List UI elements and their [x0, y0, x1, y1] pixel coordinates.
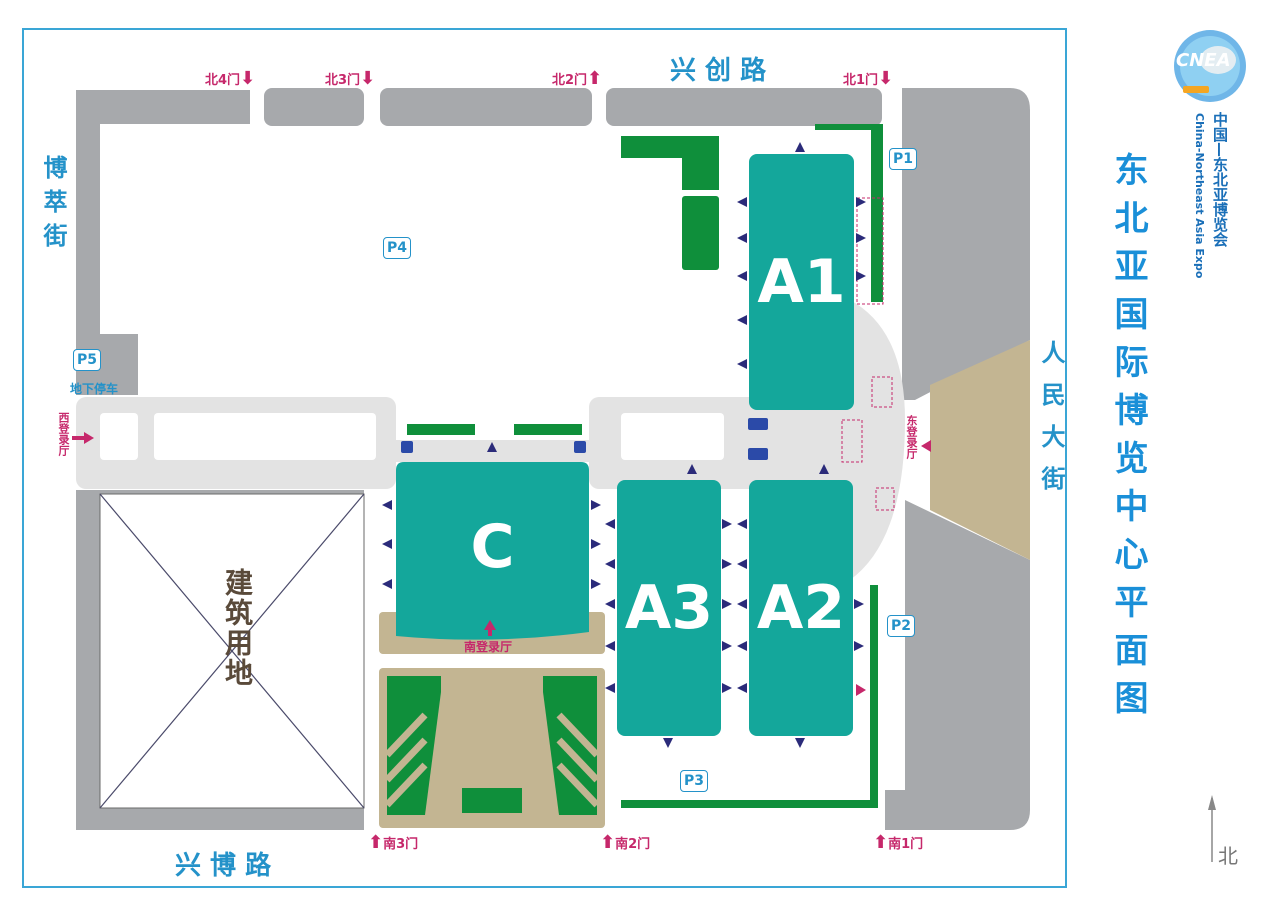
gate-label: 南1门: [888, 837, 924, 852]
gate-label: 北1门: [843, 73, 879, 88]
arrow-up-icon: ⬆: [600, 832, 616, 853]
street-west: 博萃街: [39, 155, 67, 257]
arrow-up-icon: ⬆: [873, 832, 889, 853]
gate-north-2[interactable]: 北2门⬆: [552, 68, 602, 89]
parking-p3[interactable]: P3: [680, 770, 709, 792]
parking-p2[interactable]: P2: [887, 615, 916, 637]
green-strip: [514, 424, 582, 435]
green-strip: [815, 124, 883, 302]
gate-label: 北4门: [205, 73, 241, 88]
parking-p5-note: 地下停车: [70, 382, 119, 396]
arrow-down-icon: ⬇: [240, 68, 256, 89]
green-area: [387, 676, 441, 815]
hall-c[interactable]: C: [396, 462, 589, 632]
hall-c-shape: [396, 462, 589, 640]
gate-north-4[interactable]: 北4门⬇: [205, 68, 255, 89]
street-east: 人民大街: [1037, 340, 1065, 508]
east-entry-hall-label: 东登录厅: [905, 415, 918, 459]
logo-en: China-Northeast Asia Expo: [1193, 113, 1206, 279]
hall-c-label: C: [470, 512, 515, 582]
concourse-box: [621, 413, 724, 460]
map-title: 东北亚国际博览中心平面图: [1108, 152, 1148, 728]
gate-north-3[interactable]: 北3门⬇: [325, 68, 375, 89]
east-road-upper: [902, 88, 1030, 400]
green-area: [462, 788, 522, 813]
construction-land-label: 建筑用地: [221, 568, 254, 688]
parking-p4[interactable]: P4: [383, 237, 412, 259]
hall-a1-label: A1: [757, 247, 846, 317]
east-road-lower: [885, 500, 1030, 830]
green-area: [682, 196, 719, 270]
east-plaza: [930, 340, 1030, 560]
map-frame: [22, 28, 1067, 888]
street-north: 兴 创 路: [670, 56, 767, 86]
logo-cn: 中国—东北亚博览会: [1211, 112, 1229, 247]
gate-label: 北2门: [552, 73, 588, 88]
green-strip: [407, 424, 475, 435]
hall-a3-label: A3: [624, 573, 714, 643]
north-road-segment: [380, 88, 592, 126]
north-road-segment: [264, 88, 364, 126]
west-road: [76, 90, 250, 395]
gate-label: 南3门: [383, 837, 419, 852]
gate-south-1[interactable]: ⬆南1门: [873, 832, 923, 853]
arrow-up-icon: ⬆: [368, 832, 384, 853]
arrow-down-icon: ⬇: [360, 68, 376, 89]
concourse-box: [100, 413, 138, 460]
concourse-box: [154, 413, 376, 460]
west-entry-hall-label: 西登录厅: [57, 412, 70, 456]
parking-p1[interactable]: P1: [889, 148, 918, 170]
hall-a3[interactable]: A3: [617, 480, 721, 736]
east-forecourt: [850, 300, 905, 580]
south-entry-hall-label: 南登录厅: [464, 640, 513, 654]
north-label: 北: [1218, 844, 1238, 868]
gate-label: 北3门: [325, 73, 361, 88]
gate-north-1[interactable]: 北1门⬇: [843, 68, 893, 89]
parking-p5[interactable]: P5: [73, 349, 102, 371]
hall-a2-label: A2: [756, 573, 846, 643]
logo-text: CNEA: [1176, 50, 1231, 71]
arrow-up-icon: ⬆: [587, 68, 603, 89]
hall-a2[interactable]: A2: [749, 480, 853, 736]
gate-label: 南2门: [615, 837, 651, 852]
green-area: [543, 676, 597, 815]
arrow-down-icon: ⬇: [878, 68, 894, 89]
north-road-segment: [606, 88, 882, 126]
gate-south-3[interactable]: ⬆南3门: [368, 832, 418, 853]
hall-a1[interactable]: A1: [749, 154, 854, 410]
green-area: [621, 136, 719, 190]
gate-south-2[interactable]: ⬆南2门: [600, 832, 650, 853]
street-south: 兴 博 路: [175, 851, 272, 881]
